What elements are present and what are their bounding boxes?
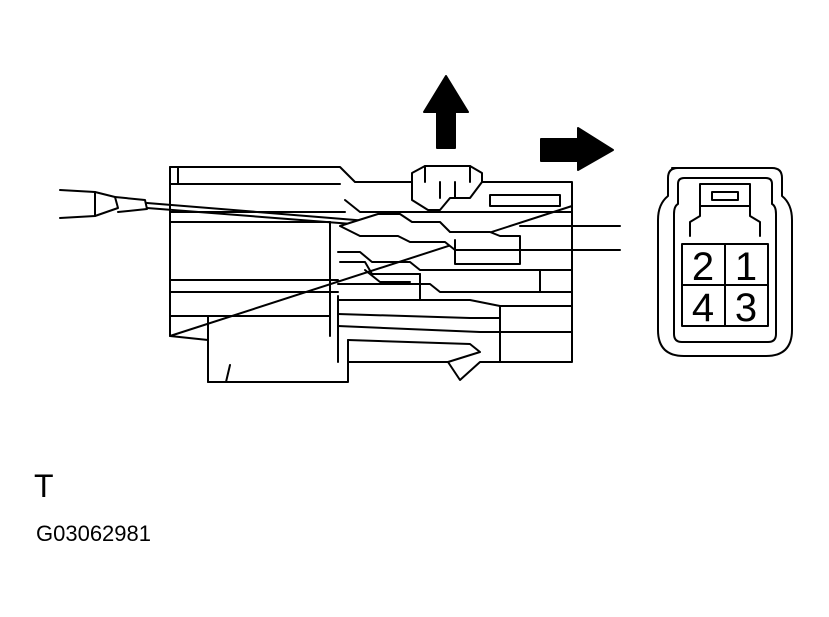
arrow-right-icon bbox=[540, 127, 614, 171]
pin-1-label: 1 bbox=[735, 245, 757, 289]
pin-2-label: 2 bbox=[692, 245, 714, 289]
arrow-up-icon bbox=[423, 75, 469, 149]
connector-face-view bbox=[657, 167, 793, 357]
pin-4-label: 4 bbox=[692, 286, 714, 330]
tool-mark: T bbox=[34, 468, 54, 504]
figure-code: G03062981 bbox=[36, 521, 151, 546]
pin-3-label: 3 bbox=[735, 286, 757, 330]
test-probe bbox=[59, 189, 381, 227]
connector-body bbox=[169, 165, 621, 383]
